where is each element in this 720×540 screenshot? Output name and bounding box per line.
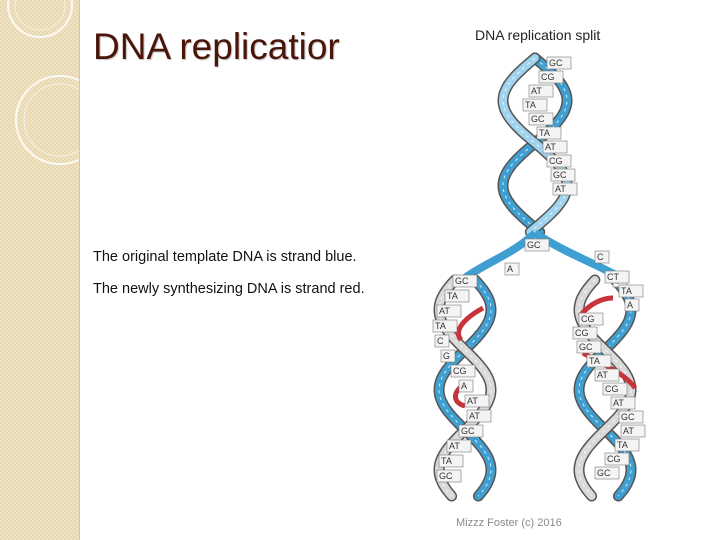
base-pair-label: A <box>461 381 467 391</box>
base-pair-label: CG <box>607 454 621 464</box>
base-pair-label: TA <box>589 356 600 366</box>
base-pair-box <box>602 382 628 396</box>
base-pair-label: C <box>597 252 604 262</box>
base-pair-label: CG <box>605 384 619 394</box>
base-pair-label: A <box>507 264 513 274</box>
base-pair-label: C <box>437 336 444 346</box>
base-pair-label: AT <box>613 398 624 408</box>
base-pair-label: GC <box>439 471 453 481</box>
base-pair-label: TA <box>447 291 458 301</box>
base-pair-label: AT <box>531 86 542 96</box>
base-pair-label: GC <box>621 412 635 422</box>
base-pair-label: AT <box>469 411 480 421</box>
base-pair-label: GC <box>455 276 469 286</box>
left-template-strand <box>434 276 496 500</box>
base-pair-label: AT <box>449 441 460 451</box>
base-pair-label: AT <box>545 142 556 152</box>
base-pair-label: TA <box>441 456 452 466</box>
base-pair-box <box>458 379 474 393</box>
base-pair-box <box>436 304 462 318</box>
base-pair-box <box>578 312 604 326</box>
base-pair-label: TA <box>617 440 628 450</box>
base-pair-box <box>550 168 576 182</box>
base-pair-box <box>542 140 568 154</box>
base-pair-box <box>614 438 640 452</box>
base-pair-label: CG <box>581 314 595 324</box>
base-pair-box <box>432 319 458 333</box>
base-pair-box <box>444 289 470 303</box>
base-pair-label: CG <box>453 366 467 376</box>
base-pair-label: CG <box>575 328 589 338</box>
base-pair-box <box>620 424 646 438</box>
base-pair-box <box>458 424 484 438</box>
base-pair-box <box>536 126 562 140</box>
sidebar-decoration <box>0 0 79 540</box>
base-pair-box <box>446 439 472 453</box>
template-strand-b-ticks <box>502 57 568 233</box>
base-pair-box <box>438 454 464 468</box>
base-pair-box <box>440 349 456 363</box>
base-pair-label: AT <box>439 306 450 316</box>
base-pair-box <box>450 364 476 378</box>
base-pair-box <box>528 84 554 98</box>
base-pair-box <box>504 262 520 276</box>
base-pair-label: CG <box>549 156 563 166</box>
base-pair-box <box>434 334 450 348</box>
base-pair-label: GC <box>549 58 563 68</box>
base-pair-box <box>522 98 548 112</box>
base-pair-label: GC <box>579 342 593 352</box>
base-pair-box <box>624 298 640 312</box>
base-pair-box <box>524 238 550 252</box>
base-pair-box <box>604 452 630 466</box>
base-pair-label: GC <box>527 240 541 250</box>
base-pair-box <box>576 340 602 354</box>
base-pair-box <box>594 466 620 480</box>
base-pair-label: AT <box>555 184 566 194</box>
base-pair-label: TA <box>539 128 550 138</box>
base-pair-box <box>552 182 578 196</box>
left-red-segment <box>456 305 485 342</box>
base-pair-label: CT <box>607 272 619 282</box>
base-pair-box <box>618 410 644 424</box>
base-pair-box <box>546 154 572 168</box>
base-pair-label: AT <box>467 396 478 406</box>
sidebar-divider <box>79 0 80 540</box>
slide-title: DNA replicatior <box>93 26 340 67</box>
base-pair-label: GC <box>531 114 545 124</box>
base-pair-box <box>594 250 610 264</box>
base-pair-box <box>546 56 572 70</box>
base-pair-box <box>604 270 630 284</box>
base-pair-box <box>436 469 462 483</box>
base-pair-box <box>452 274 478 288</box>
base-pair-label: A <box>627 300 633 310</box>
base-pair-label: CG <box>541 72 555 82</box>
fork-strand-left <box>462 230 538 282</box>
base-pair-label: GC <box>553 170 567 180</box>
dna-helix-diagram: DNA replication split GCCGATTAGCTAATCGGC… <box>432 27 646 502</box>
base-pair-label: G <box>443 351 450 361</box>
base-pair-box <box>618 284 644 298</box>
base-pair-label: GC <box>461 426 475 436</box>
base-pair-label: AT <box>597 370 608 380</box>
base-pair-box <box>464 394 490 408</box>
body-text-line: The newly synthesizing DNA is strand red… <box>93 281 365 297</box>
base-pair-labels: GCCGATTAGCTAATCGGCATGCCATGCTAATTACGCGAAT… <box>432 56 646 483</box>
base-pair-box <box>594 368 620 382</box>
base-pair-label: AT <box>623 426 634 436</box>
base-pair-box <box>466 409 492 423</box>
base-pair-label: TA <box>435 321 446 331</box>
base-pair-label: TA <box>621 286 632 296</box>
figure-caption: DNA replication split <box>475 27 600 43</box>
base-pair-label: GC <box>597 468 611 478</box>
base-pair-box <box>572 326 598 340</box>
base-pair-box <box>538 70 564 84</box>
body-text-line: The original template DNA is strand blue… <box>93 249 357 265</box>
base-pair-box <box>528 112 554 126</box>
ring-decoration-icon <box>7 0 79 165</box>
base-pair-box <box>610 396 636 410</box>
base-pair-box <box>586 354 612 368</box>
credit-footer: Mizzz Foster (c) 2016 <box>456 517 562 529</box>
base-pair-label: TA <box>525 100 536 110</box>
